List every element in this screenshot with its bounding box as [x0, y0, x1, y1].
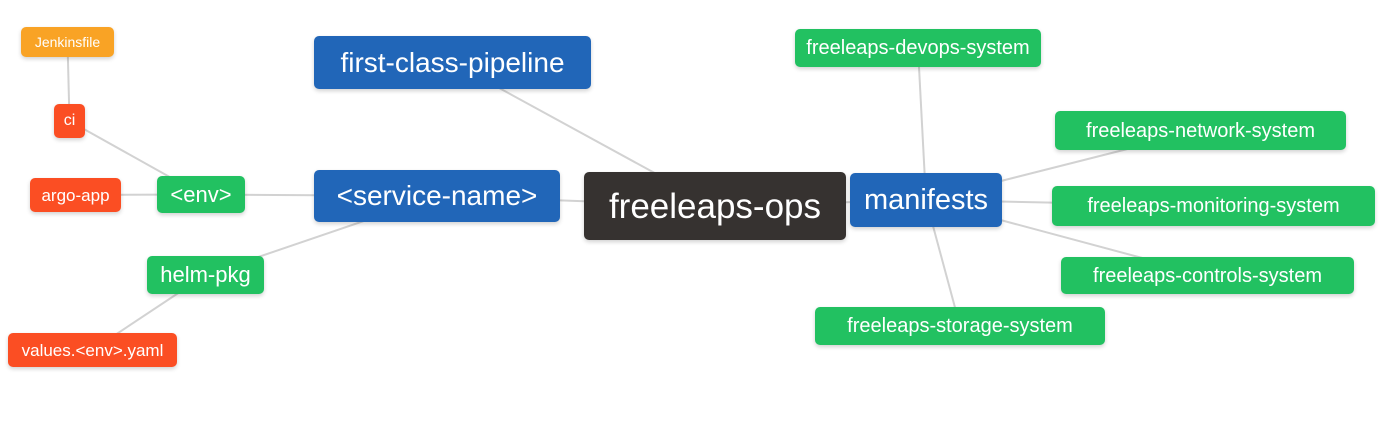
node-freeleaps-ops[interactable]: freeleaps-ops [584, 172, 846, 240]
node-label-freeleaps-ops: freeleaps-ops [608, 186, 822, 226]
node-label-monitoring-system: freeleaps-monitoring-system [1087, 195, 1340, 217]
node-label-ci: ci [63, 112, 76, 129]
node-storage-system[interactable]: freeleaps-storage-system [815, 307, 1105, 345]
node-label-values-env-yaml: values.<env>.yaml [21, 340, 164, 360]
node-first-class-pipeline[interactable]: first-class-pipeline [314, 36, 591, 89]
node-label-jenkinsfile: Jenkinsfile [34, 34, 101, 50]
node-label-network-system: freeleaps-network-system [1086, 119, 1315, 142]
node-devops-system[interactable]: freeleaps-devops-system [795, 29, 1041, 67]
node-service-name[interactable]: <service-name> [314, 170, 560, 222]
node-label-manifests: manifests [863, 183, 989, 216]
node-label-first-class-pipeline: first-class-pipeline [340, 46, 565, 78]
node-label-argo-app: argo-app [41, 185, 110, 205]
node-label-storage-system: freeleaps-storage-system [847, 315, 1073, 337]
node-monitoring-system[interactable]: freeleaps-monitoring-system [1052, 186, 1375, 226]
node-label-controls-system: freeleaps-controls-system [1093, 264, 1322, 287]
node-label-devops-system: freeleaps-devops-system [806, 37, 1030, 59]
node-controls-system[interactable]: freeleaps-controls-system [1061, 257, 1354, 294]
node-env[interactable]: <env> [157, 176, 245, 213]
node-manifests[interactable]: manifests [850, 173, 1002, 227]
node-argo-app[interactable]: argo-app [30, 178, 121, 212]
node-label-env: <env> [170, 181, 232, 207]
node-jenkinsfile[interactable]: Jenkinsfile [21, 27, 114, 57]
node-label-service-name: <service-name> [336, 180, 538, 211]
node-network-system[interactable]: freeleaps-network-system [1055, 111, 1346, 150]
node-ci[interactable]: ci [54, 104, 85, 138]
node-helm-pkg[interactable]: helm-pkg [147, 256, 264, 294]
node-values-env-yaml[interactable]: values.<env>.yaml [8, 333, 177, 367]
node-label-helm-pkg: helm-pkg [160, 262, 251, 287]
